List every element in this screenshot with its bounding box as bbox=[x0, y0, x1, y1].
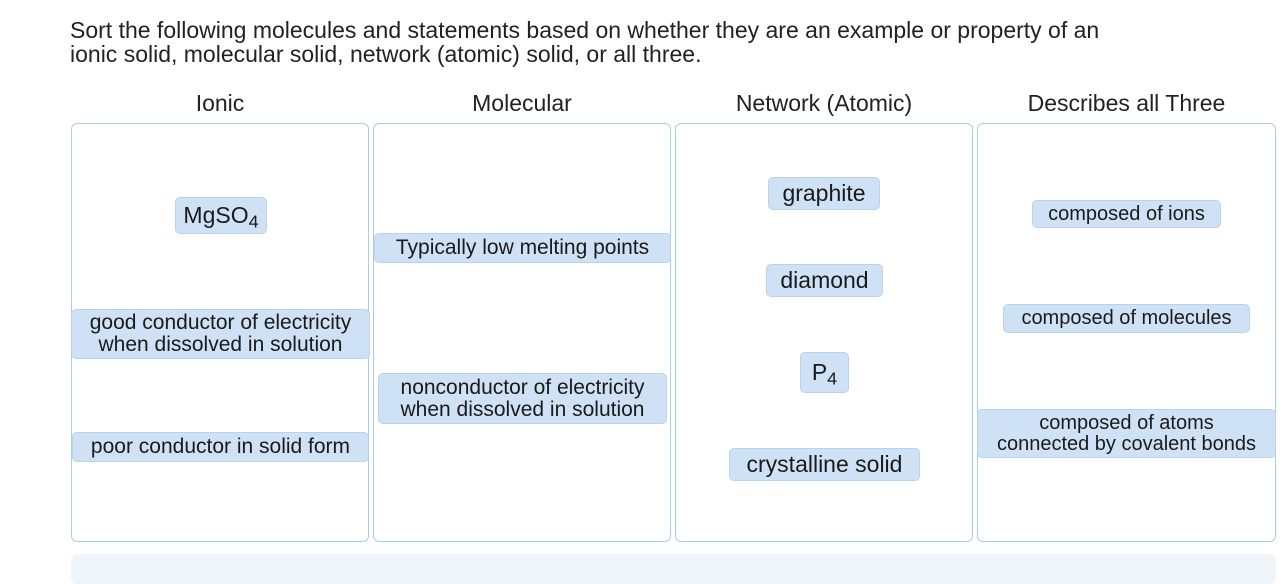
draggable-item-mgso4[interactable]: MgSO4 bbox=[175, 197, 267, 234]
prompt-line-1: Sort the following molecules and stateme… bbox=[70, 17, 1100, 43]
formula-main: P bbox=[811, 359, 828, 385]
draggable-item-nonconductor[interactable]: nonconductor of electricity when dissolv… bbox=[378, 373, 667, 424]
answer-bank-area[interactable] bbox=[71, 554, 1276, 584]
draggable-item-diamond[interactable]: diamond bbox=[766, 264, 883, 297]
column-header-molecular: Molecular bbox=[472, 90, 572, 116]
draggable-item-composed-of-atoms[interactable]: composed of atoms connected by covalent … bbox=[977, 409, 1276, 458]
item-label-line-1: composed of atoms bbox=[1039, 411, 1214, 434]
item-label: poor conductor in solid form bbox=[90, 435, 351, 458]
item-label: Typically low melting points bbox=[395, 236, 650, 259]
drop-zone-molecular[interactable] bbox=[373, 123, 671, 542]
formula-subscript: 4 bbox=[827, 368, 838, 389]
item-label-line-1: nonconductor of electricity bbox=[400, 375, 645, 399]
column-header-ionic: Ionic bbox=[195, 90, 245, 116]
prompt-line-2: ionic solid, molecular solid, network (a… bbox=[70, 41, 702, 67]
column-header-all-three: Describes all Three bbox=[1027, 90, 1226, 116]
item-label: composed of molecules bbox=[1021, 307, 1232, 329]
formula-main: MgSO bbox=[183, 202, 249, 228]
draggable-item-low-melting[interactable]: Typically low melting points bbox=[374, 233, 671, 263]
draggable-item-composed-of-molecules[interactable]: composed of molecules bbox=[1003, 304, 1250, 333]
draggable-item-crystalline[interactable]: crystalline solid bbox=[729, 448, 920, 481]
item-label-line-2: when dissolved in solution bbox=[400, 397, 645, 421]
draggable-item-p4[interactable]: P4 bbox=[800, 352, 849, 393]
item-label-line-1: good conductor of electricity bbox=[89, 311, 352, 334]
draggable-item-good-conductor[interactable]: good conductor of electricity when disso… bbox=[71, 309, 370, 359]
item-label: graphite bbox=[782, 180, 866, 206]
draggable-item-composed-of-ions[interactable]: composed of ions bbox=[1032, 200, 1221, 228]
item-label: MgSO4 bbox=[183, 202, 259, 232]
item-label-line-2: connected by covalent bonds bbox=[996, 432, 1257, 455]
item-label: P4 bbox=[811, 359, 838, 389]
question-prompt: Sort the following molecules and stateme… bbox=[70, 18, 1250, 66]
draggable-item-graphite[interactable]: graphite bbox=[768, 177, 880, 210]
formula-subscript: 4 bbox=[248, 211, 259, 232]
item-label: diamond bbox=[780, 267, 869, 293]
column-header-network: Network (Atomic) bbox=[735, 90, 913, 116]
item-label: crystalline solid bbox=[746, 451, 903, 477]
draggable-item-poor-conductor[interactable]: poor conductor in solid form bbox=[72, 432, 369, 462]
item-label-line-2: when dissolved in solution bbox=[98, 333, 343, 356]
item-label: composed of ions bbox=[1048, 202, 1205, 225]
